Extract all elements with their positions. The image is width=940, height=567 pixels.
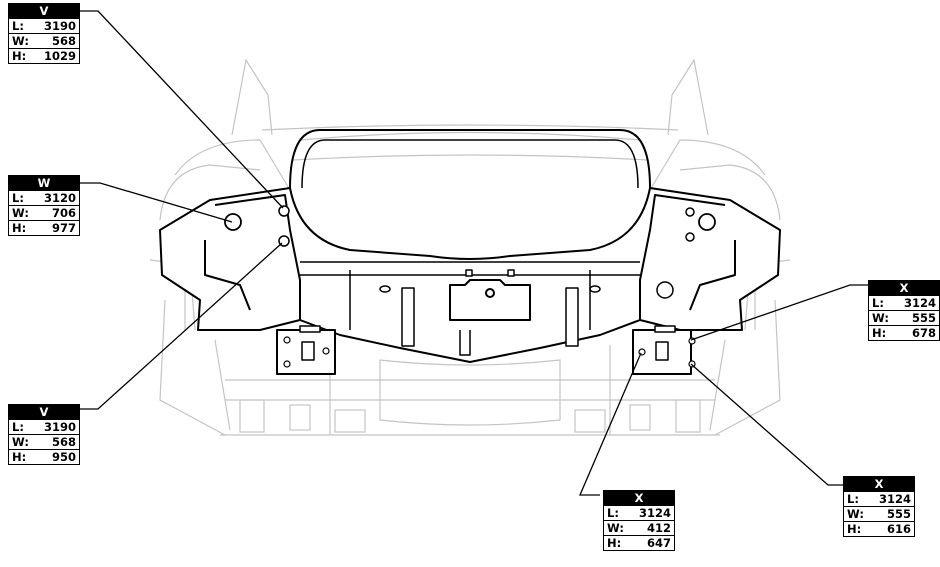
length-label: L:	[847, 492, 859, 506]
width-label: W:	[12, 435, 29, 449]
length-label: L:	[12, 19, 24, 33]
width-label: W:	[607, 521, 624, 535]
box-letter: V	[9, 405, 79, 420]
left-mount-hole-upper	[278, 205, 290, 217]
width-value: 555	[911, 311, 936, 325]
left-bracket	[276, 325, 336, 375]
box-letter: W	[9, 176, 79, 191]
width-value: 706	[51, 206, 76, 220]
height-label: H:	[607, 536, 622, 550]
leader-line-w	[80, 182, 233, 223]
length-value: 3124	[878, 492, 911, 506]
leader-line-x-right-bottom	[690, 363, 845, 486]
width-value: 555	[886, 507, 911, 521]
dimension-box-x-right-top: X L: 3124 W: 555 H: 678	[868, 280, 940, 341]
length-value: 3124	[903, 296, 936, 310]
leader-line-x-right-top	[690, 284, 868, 341]
height-label: H:	[872, 326, 887, 340]
length-label: L:	[607, 506, 619, 520]
box-letter: X	[844, 477, 914, 492]
width-label: W:	[12, 34, 29, 48]
width-value: 412	[646, 521, 671, 535]
height-label: H:	[12, 49, 27, 63]
dimension-box-x-bottom: X L: 3124 W: 412 H: 647	[603, 490, 675, 551]
height-value: 647	[646, 536, 671, 550]
box-letter: X	[869, 281, 939, 296]
height-value: 678	[911, 326, 936, 340]
box-letter: V	[9, 4, 79, 19]
dimension-box-v-top: V L: 3190 W: 568 H: 1029	[8, 3, 80, 64]
width-value: 568	[51, 435, 76, 449]
length-value: 3190	[43, 19, 76, 33]
dimension-box-x-right-bottom: X L: 3124 W: 555 H: 616	[843, 476, 915, 537]
height-label: H:	[12, 221, 27, 235]
height-label: H:	[847, 522, 862, 536]
length-value: 3120	[43, 191, 76, 205]
dimension-box-w: W L: 3120 W: 706 H: 977	[8, 175, 80, 236]
leader-lines	[80, 10, 868, 496]
height-value: 616	[886, 522, 911, 536]
width-label: W:	[872, 311, 889, 325]
height-label: H:	[12, 450, 27, 464]
length-value: 3190	[43, 420, 76, 434]
right-mount-hole	[685, 232, 695, 242]
width-label: W:	[847, 507, 864, 521]
height-value: 950	[51, 450, 76, 464]
length-label: L:	[872, 296, 884, 310]
length-label: L:	[12, 191, 24, 205]
width-value: 568	[51, 34, 76, 48]
length-label: L:	[12, 420, 24, 434]
dimension-box-v-bottom: V L: 3190 W: 568 H: 950	[8, 404, 80, 465]
width-label: W:	[12, 206, 29, 220]
leader-line-v-bottom	[80, 242, 283, 410]
right-bracket	[632, 325, 696, 375]
height-value: 977	[51, 221, 76, 235]
leader-line-x-bottom	[579, 352, 642, 496]
box-letter: X	[604, 491, 674, 506]
length-value: 3124	[638, 506, 671, 520]
leader-line-v-top	[80, 10, 284, 209]
height-value: 1029	[43, 49, 76, 63]
rear-panel-assembly	[159, 129, 781, 375]
